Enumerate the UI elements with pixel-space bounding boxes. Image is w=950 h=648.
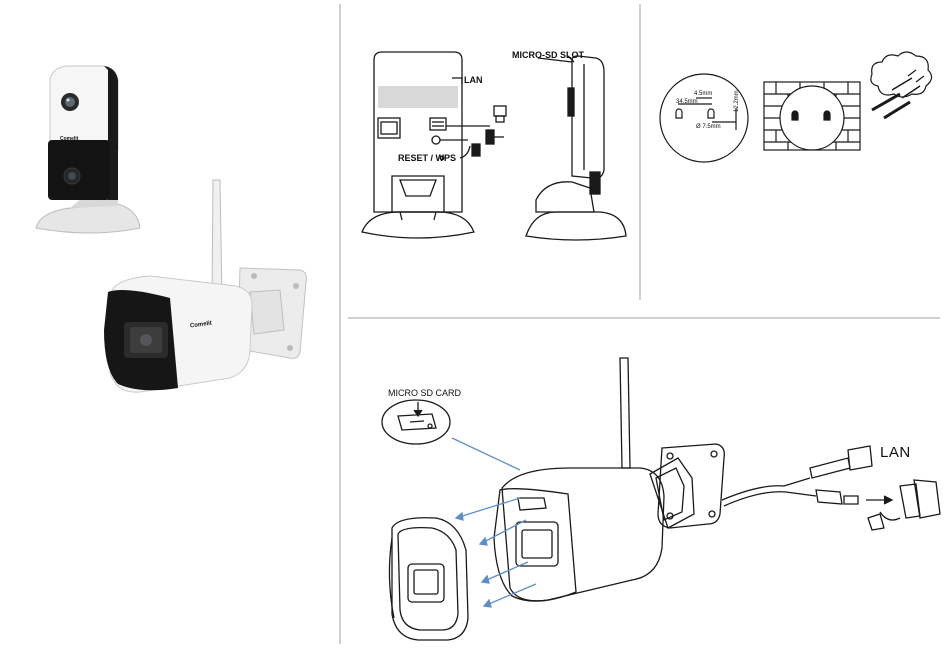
reset-wps-label: RESET / WPS (398, 153, 456, 163)
bullet-camera-photo (0, 0, 340, 648)
micro-sd-card-label: MICRO SD CARD (388, 388, 461, 398)
mounting-diagram: 4.5mm 34.5mm Ø 7.5mm 12.2mm (640, 0, 950, 318)
bullet-exploded-view (340, 318, 950, 648)
dim-4-5mm: 4.5mm (694, 91, 712, 97)
microsd-slot-label: MICRO-SD SLOT (512, 50, 584, 60)
mounting-template (640, 0, 950, 318)
lan-label-top: LAN (464, 75, 483, 85)
product-photos: Comelit Comelit (0, 0, 340, 648)
bullet-install-diagram: MICRO SD CARD LAN (340, 318, 950, 648)
cube-back-view (340, 0, 640, 318)
dim-34-5mm: 34.5mm (676, 99, 698, 105)
dim-7-5mm: Ø 7.5mm (696, 124, 721, 130)
lan-label-bottom: LAN (880, 444, 911, 461)
dim-12-2mm: 12.2mm (734, 90, 740, 112)
cube-connections-diagram: LAN MICRO-SD SLOT RESET / WPS (340, 0, 640, 318)
